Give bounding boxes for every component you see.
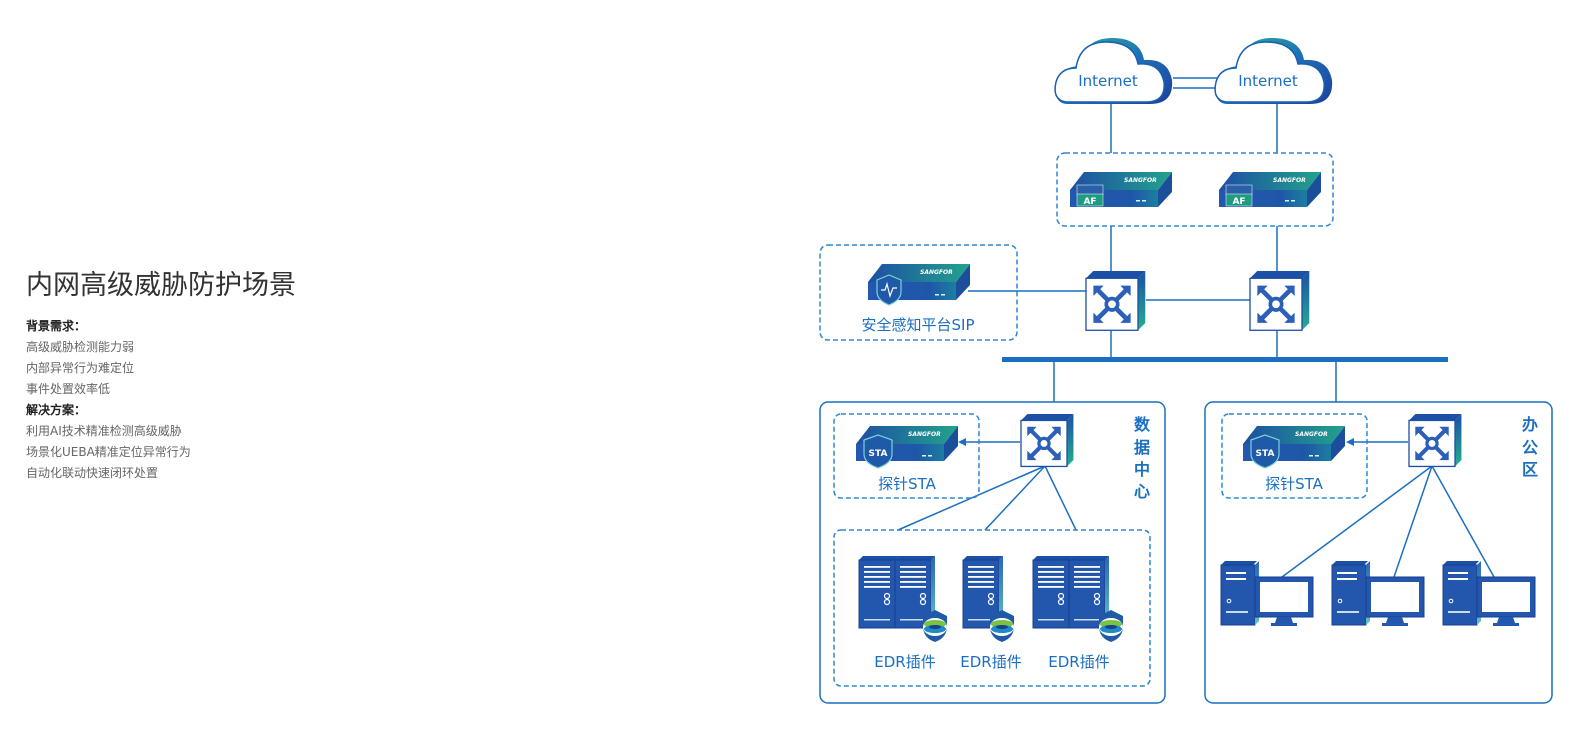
shield-icon (863, 434, 893, 469)
af-badge: AF (1232, 197, 1245, 207)
sta-probe-datacenter: SANGFOR STA (856, 426, 958, 469)
probe-label: 探针STA (1265, 475, 1324, 493)
sip-label: 安全感知平台SIP (862, 316, 975, 334)
solution-item: 场景化UEBA精准定位异常行为 (26, 445, 191, 459)
svg-text:中: 中 (1134, 460, 1150, 479)
server-icon (1032, 556, 1073, 629)
probe-label: 探针STA (878, 475, 937, 493)
internet-cloud-1: Internet (1054, 38, 1173, 104)
server-group-box (833, 529, 1151, 687)
background-item: 高级威胁检测能力弱 (26, 340, 135, 354)
svg-text:区: 区 (1522, 460, 1538, 479)
brand-label: SANGFOR (908, 431, 941, 438)
core-switch-1 (1085, 271, 1146, 331)
office-zone (1204, 401, 1553, 704)
edr-label: EDR插件 (1048, 653, 1109, 671)
edr-agent-icon (1099, 610, 1123, 642)
solution-heading: 解决方案： (26, 403, 87, 417)
sta-badge: STA (1256, 449, 1275, 459)
cloud-label: Internet (1238, 72, 1298, 90)
edr-label: EDR插件 (960, 653, 1021, 671)
brand-label: SANGFOR (1124, 177, 1157, 184)
svg-text:公: 公 (1522, 438, 1538, 457)
connection-lines (897, 77, 1495, 578)
brand-label: SANGFOR (1295, 431, 1328, 438)
solution-item: 自动化联动快速闭环处置 (26, 466, 159, 480)
svg-text:办: 办 (1522, 415, 1538, 434)
sta-badge: STA (869, 449, 888, 459)
firewall-af-1: SANGFOR AF (1070, 172, 1172, 207)
sip-device: SANGFOR (868, 264, 970, 306)
firewall-group-box (1056, 152, 1334, 227)
background-heading: 背景需求： (26, 319, 87, 333)
monitor-icon (1476, 576, 1536, 626)
pc-icon (1331, 561, 1425, 626)
af-badge: AF (1083, 197, 1096, 207)
server-icon (894, 556, 935, 629)
solution-item: 利用AI技术精准检测高级威胁 (26, 424, 182, 438)
page-title: 内网高级威胁防护场景 (26, 270, 296, 301)
pc-icon (1442, 561, 1536, 626)
scenario-text: 内网高级威胁防护场景 背景需求： 高级威胁检测能力弱 内部异常行为难定位 事件处… (26, 266, 296, 484)
office-switch (1408, 414, 1462, 468)
monitor-icon (1254, 576, 1314, 626)
svg-text:据: 据 (1134, 438, 1150, 457)
server-icon (858, 556, 899, 629)
svg-text:心: 心 (1134, 482, 1150, 501)
edr-agent-icon (990, 610, 1014, 642)
core-bus (1002, 357, 1448, 362)
arrow-head-icon (958, 438, 966, 446)
sta-probe-office: SANGFOR STA (1243, 426, 1345, 469)
core-switch-2 (1249, 271, 1310, 331)
brand-label: SANGFOR (1273, 177, 1306, 184)
edr-label: EDR插件 (874, 653, 935, 671)
datacenter-zone (819, 401, 1166, 704)
zone-name-datacenter: 数 据 中 心 (1134, 415, 1151, 501)
pc-icon (1220, 561, 1314, 626)
probe-group-box (1221, 413, 1368, 499)
internet-cloud-2: Internet (1214, 38, 1333, 104)
background-item: 内部异常行为难定位 (26, 361, 135, 375)
zone-name-office: 办 公 区 (1522, 415, 1538, 479)
arrow-head-icon (1346, 438, 1354, 446)
cloud-label: Internet (1078, 72, 1138, 90)
firewall-af-2: SANGFOR AF (1219, 172, 1321, 207)
shield-icon (1250, 434, 1280, 469)
background-item: 事件处置效率低 (26, 382, 111, 396)
brand-label: SANGFOR (920, 269, 953, 276)
datacenter-switch (1020, 414, 1074, 468)
edr-agent-icon (923, 610, 947, 642)
monitor-icon (1365, 576, 1425, 626)
svg-text:数: 数 (1134, 415, 1151, 434)
sip-group-box (819, 244, 1018, 341)
probe-group-box (833, 413, 980, 499)
